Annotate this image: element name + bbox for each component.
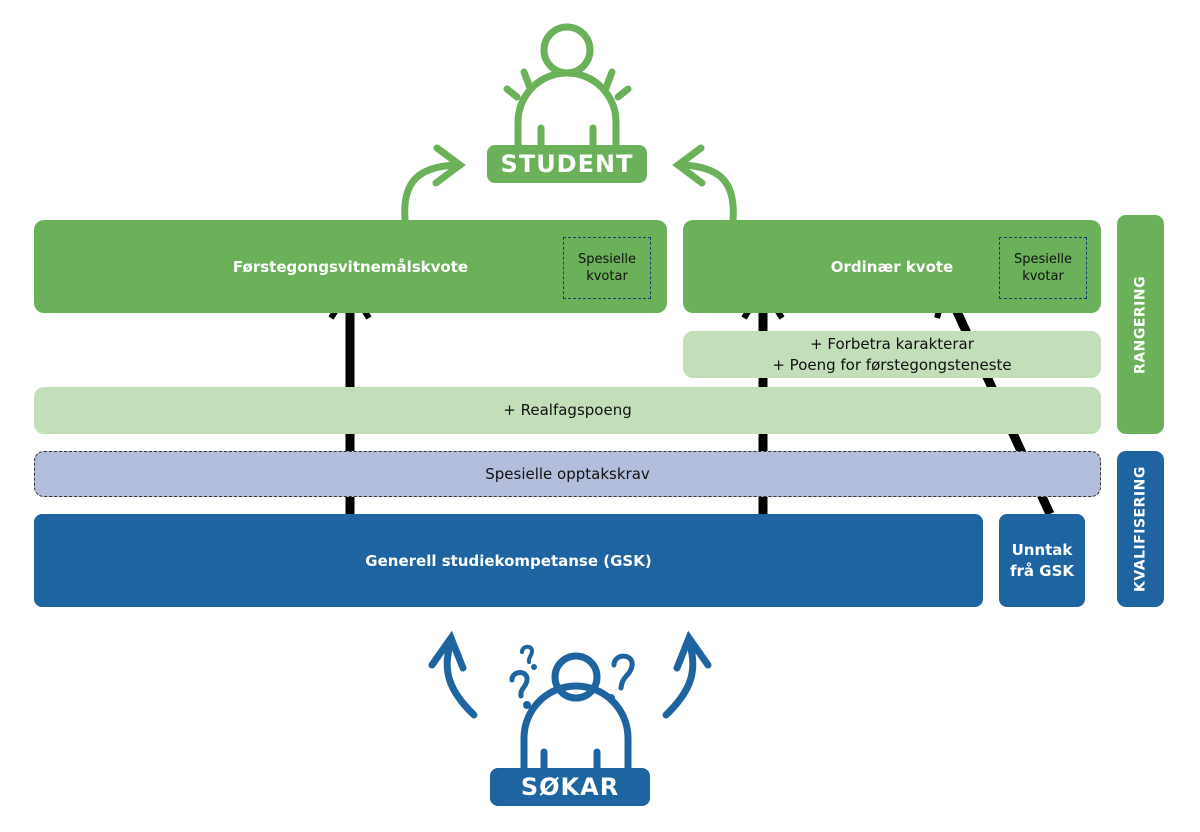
bonus-line-1: + Forbetra karakterar xyxy=(810,334,974,353)
student-label: STUDENT xyxy=(487,145,647,183)
gsk-exception-box: Unntak frå GSK xyxy=(999,514,1085,607)
special-quotas-ordinary: Spesielle kvotar xyxy=(999,237,1087,299)
first-time-quota-label: Førstegongsvitnemålskvote xyxy=(232,257,469,276)
sokar-label: SØKAR xyxy=(490,768,650,806)
first-time-quota-box: Førstegongsvitnemålskvote xyxy=(34,220,667,313)
qualification-side-label: KVALIFISERING xyxy=(1117,451,1164,607)
curved-arrow-left-to-student xyxy=(401,144,466,224)
bonus-line-2: + Poeng for førstegongsteneste xyxy=(772,355,1012,374)
curved-arrow-left-from-sokar xyxy=(428,630,478,719)
person-questioning-icon xyxy=(509,644,635,773)
bonus-points-box: + Forbetra karakterar + Poeng for første… xyxy=(683,331,1101,378)
special-requirements-box: Spesielle opptakskrav xyxy=(34,451,1101,497)
ordinary-quota-box: Ordinær kvote xyxy=(683,220,1101,313)
curved-arrow-right-from-sokar xyxy=(662,630,712,719)
realfag-points-box: + Realfagspoeng xyxy=(34,387,1101,434)
gsk-box: Generell studiekompetanse (GSK) xyxy=(34,514,983,607)
ranking-side-label: RANGERING xyxy=(1117,215,1164,434)
curved-arrow-right-to-student xyxy=(672,144,737,224)
ordinary-quota-label: Ordinær kvote xyxy=(830,257,954,276)
person-celebrating-icon xyxy=(503,23,632,150)
special-quotas-first: Spesielle kvotar xyxy=(563,237,651,299)
